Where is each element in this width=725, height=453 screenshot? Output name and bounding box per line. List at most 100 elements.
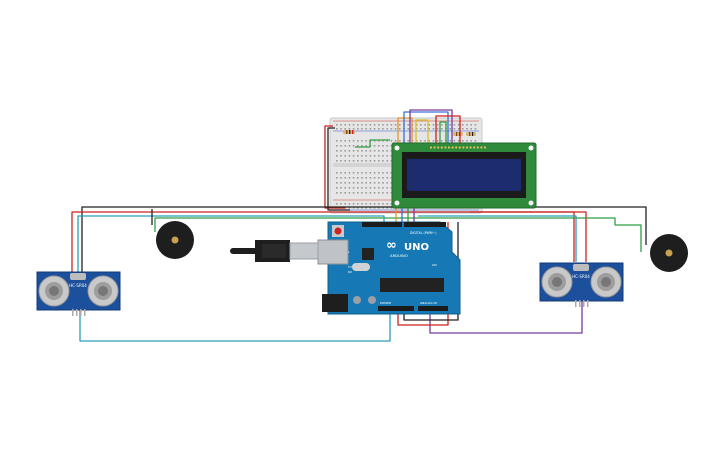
breadboard-hole (336, 177, 338, 179)
breadboard-hole (390, 145, 393, 147)
lcd-pin (429, 146, 433, 149)
breadboard-hole (390, 150, 393, 152)
breadboard-hole (436, 128, 439, 130)
breadboard-hole (336, 187, 338, 189)
breadboard-hole (340, 145, 342, 147)
breadboard-hole (336, 192, 338, 194)
breadboard-hole (382, 155, 384, 157)
breadboard-hole (373, 207, 376, 209)
breadboard-hole (365, 155, 367, 157)
breadboard-hole (348, 140, 351, 142)
breadboard-hole (386, 182, 388, 184)
breadboard-hole (369, 150, 372, 152)
usb-cable-icon[interactable] (230, 240, 319, 262)
breadboard-hole (390, 187, 393, 189)
breadboard-hole (382, 172, 384, 174)
lcd-module[interactable] (391, 142, 537, 209)
piezo-buzzer-left[interactable] (156, 221, 194, 259)
wire-red-right (470, 211, 587, 262)
breadboard-hole (390, 172, 393, 174)
breadboard-hole (382, 182, 384, 184)
ultrasonic-sensor-right[interactable]: HC-SR04 (539, 262, 624, 307)
breadboard-hole (386, 128, 388, 130)
breadboard-hole (373, 192, 376, 194)
resistor-2 (453, 132, 463, 136)
breadboard-hole (365, 140, 367, 142)
breadboard-hole (462, 124, 464, 126)
breadboard-hole (470, 124, 472, 126)
breadboard-hole (340, 150, 342, 152)
breadboard-hole (378, 145, 380, 147)
reset-button[interactable] (334, 227, 342, 235)
breadboard-hole (336, 160, 338, 162)
dc-jack (322, 294, 348, 312)
breadboard-hole (344, 177, 346, 179)
breadboard-hole (336, 140, 338, 142)
breadboard-hole (373, 203, 376, 205)
lcd-pin (476, 146, 479, 149)
breadboard-hole (453, 140, 456, 142)
breadboard-hole (340, 177, 342, 179)
wire-lcd-orange (397, 117, 413, 148)
breadboard-hole (340, 192, 342, 194)
breadboard-hole (348, 207, 351, 209)
breadboard-hole (378, 182, 380, 184)
breadboard-hole (348, 187, 351, 189)
piezo-buzzer-right[interactable] (650, 234, 688, 272)
breadboard-hole (365, 128, 367, 130)
breadboard-hole (365, 172, 367, 174)
breadboard-hole (378, 124, 380, 126)
breadboard-hole (357, 145, 359, 147)
breadboard-hole (390, 124, 393, 126)
breadboard-hole (386, 203, 388, 205)
breadboard-hole (428, 124, 430, 126)
arduino-logo-icon: ∞ (386, 238, 397, 253)
breadboard-hole (336, 155, 338, 157)
breadboard-hole (361, 203, 363, 205)
breadboard-hole (369, 124, 372, 126)
breadboard-hole (344, 172, 346, 174)
analog-header (418, 306, 448, 311)
breadboard-hole (352, 203, 355, 205)
breadboard-hole (441, 124, 443, 126)
breadboard-hole (365, 203, 367, 205)
breadboard-hole (399, 124, 401, 126)
breadboard-hole (357, 128, 359, 130)
board-brand: ARDUINO (390, 253, 408, 258)
breadboard-hole (449, 140, 451, 142)
lcd-pin (462, 146, 465, 149)
lcd-pin (473, 146, 476, 149)
breadboard-hole (357, 172, 359, 174)
rx-label: RX (348, 270, 352, 274)
lcd-pin (458, 146, 461, 149)
ultrasonic-sensor-left[interactable]: HC-SR04 (36, 271, 121, 316)
breadboard-hole (369, 207, 372, 209)
breadboard-hole (390, 203, 393, 205)
lcd-pins (429, 146, 487, 149)
breadboard-hole (348, 203, 351, 205)
arduino-board[interactable]: ∞ UNO ARDUINO DIGITAL (PWM~) POWER ANALO… (317, 221, 461, 315)
breadboard-hole (348, 150, 351, 152)
breadboard-hole (365, 207, 367, 209)
lcd-pin (469, 146, 472, 149)
breadboard-hole (420, 128, 422, 130)
breadboard-hole (369, 182, 372, 184)
breadboard-hole (336, 182, 338, 184)
wire-bb-black (327, 127, 350, 211)
breadboard-hole (352, 150, 355, 152)
digital-label: DIGITAL (PWM~) (410, 231, 436, 235)
breadboard-hole (361, 145, 363, 147)
breadboard-hole (457, 124, 460, 126)
breadboard-hole (357, 124, 359, 126)
breadboard-hole (344, 207, 346, 209)
breadboard-hole (344, 150, 346, 152)
breadboard-hole (378, 140, 380, 142)
breadboard-hole (386, 140, 388, 142)
breadboard-hole (378, 177, 380, 179)
breadboard-hole (352, 160, 355, 162)
breadboard-hole (386, 177, 388, 179)
breadboard-hole (361, 182, 363, 184)
breadboard-hole (373, 187, 376, 189)
wire-bb-green (355, 139, 390, 148)
